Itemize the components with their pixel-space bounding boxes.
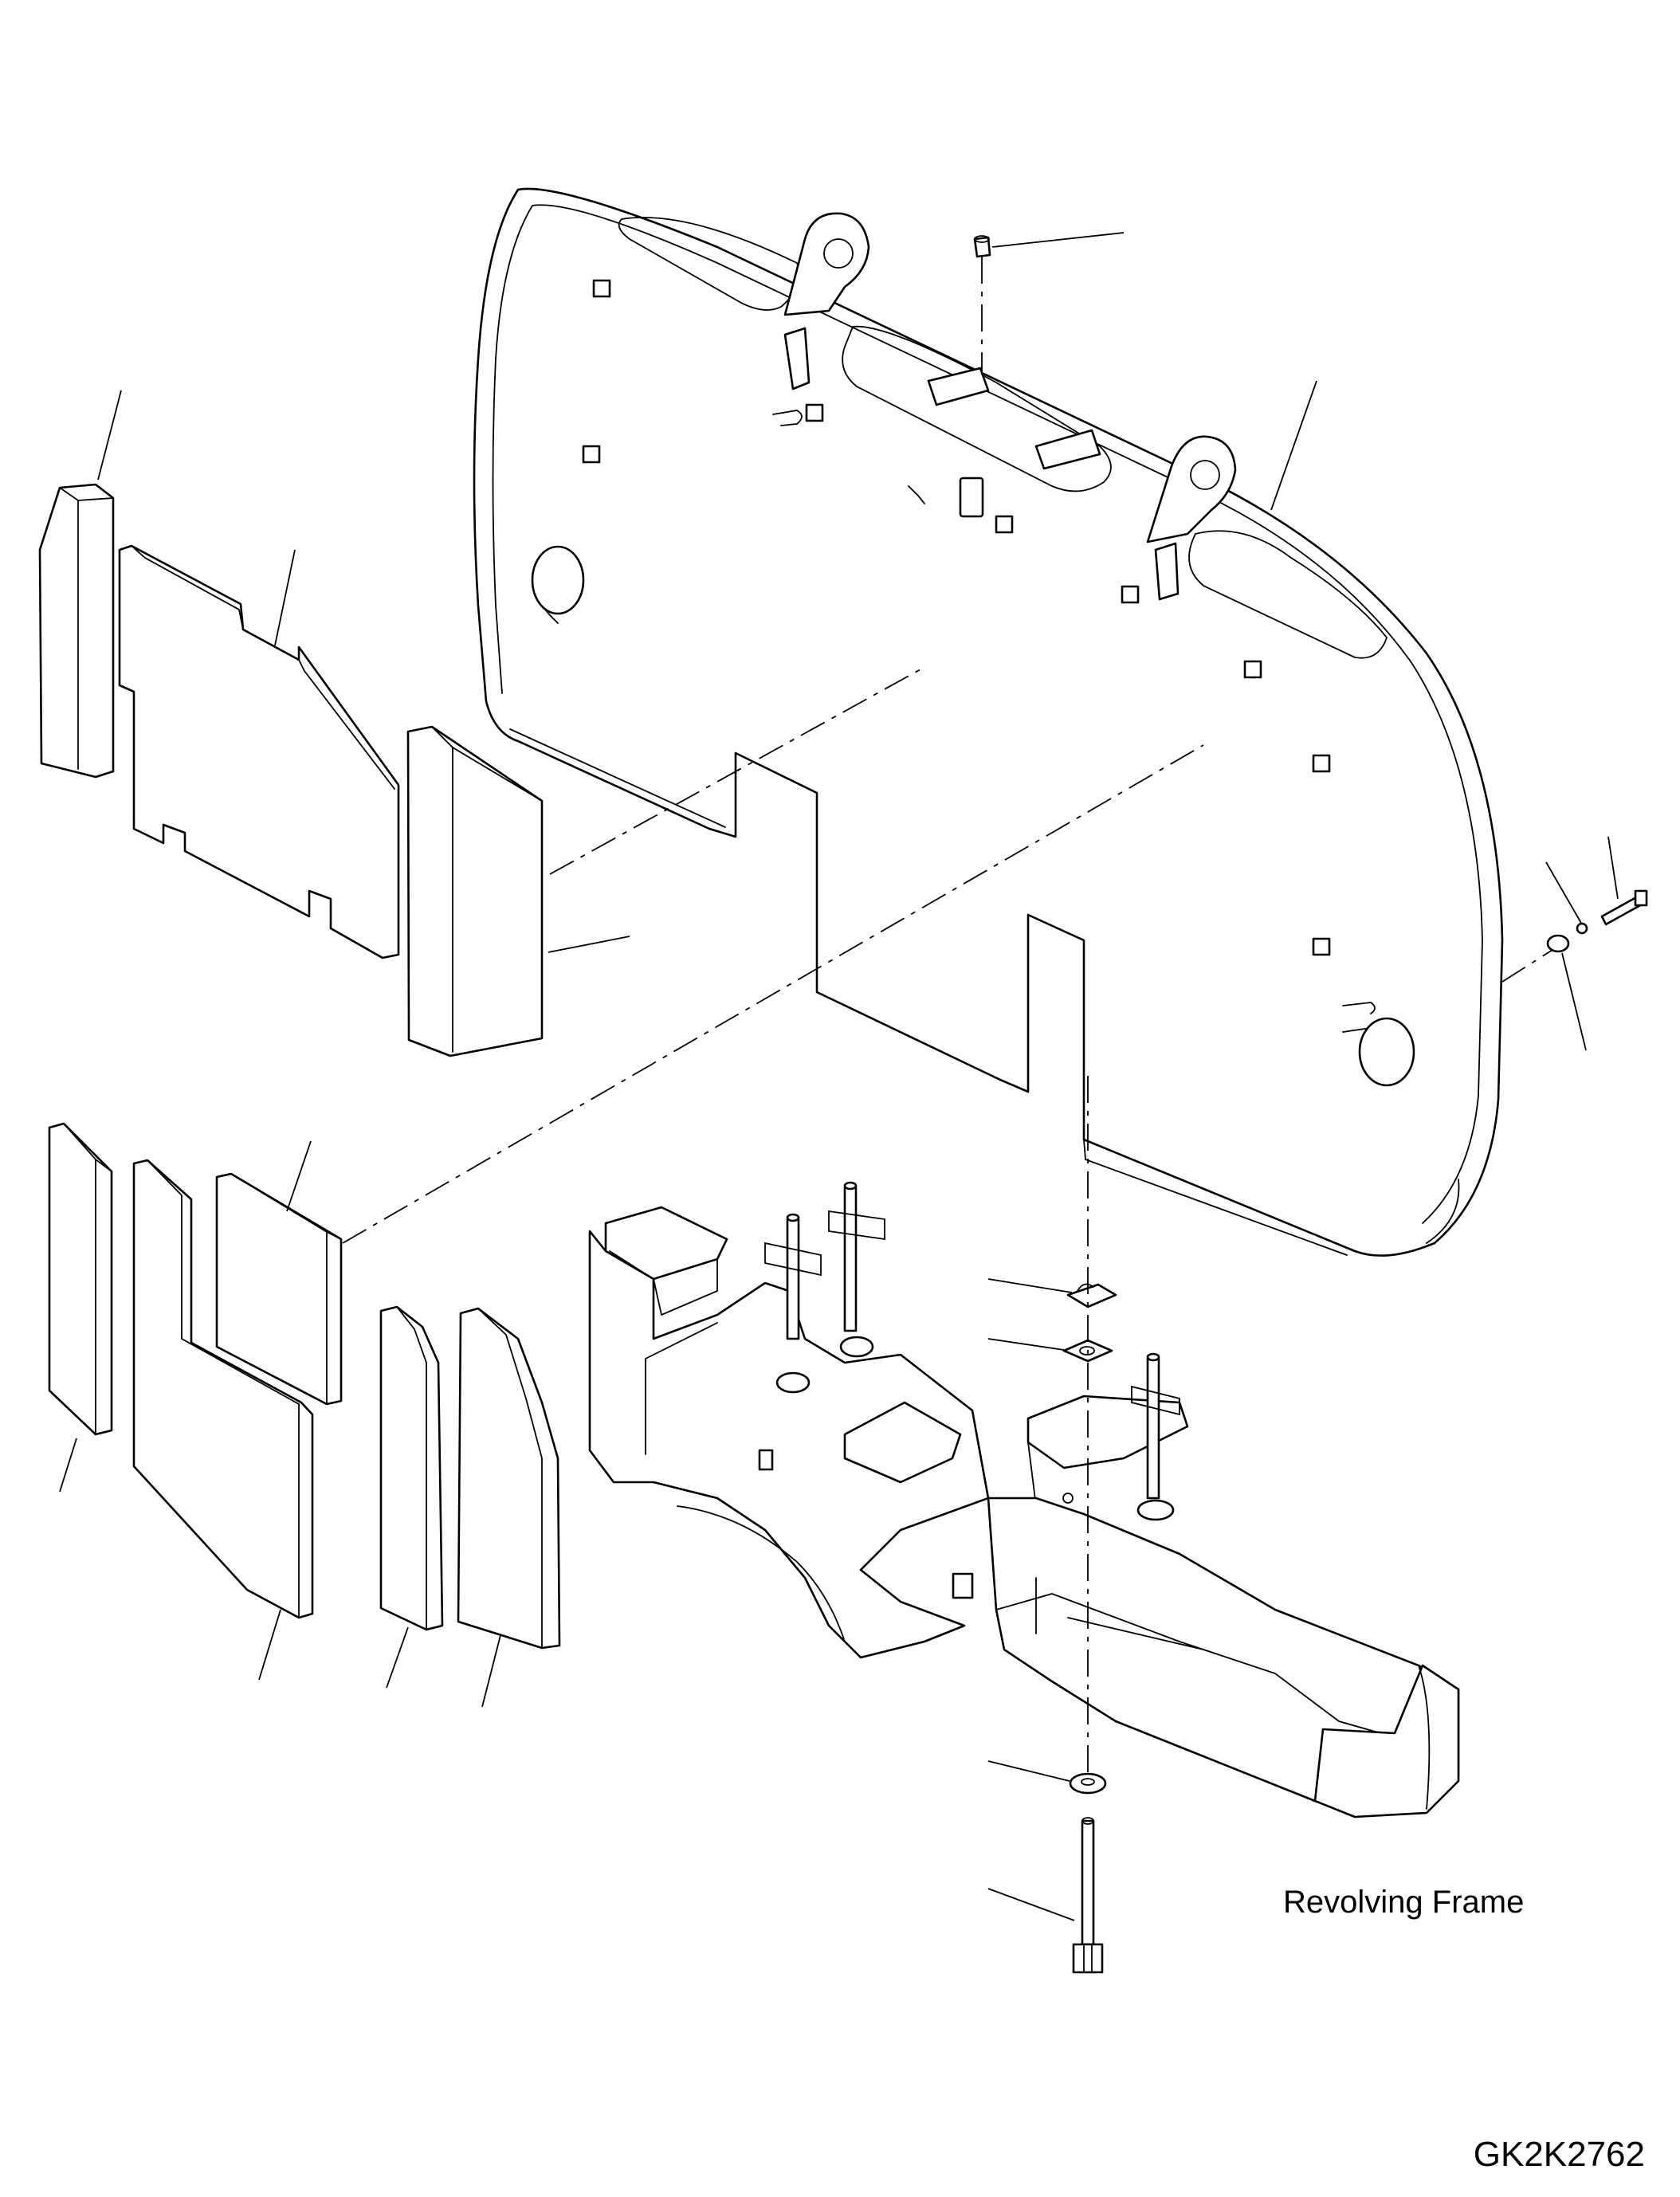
leader-counterweight — [1270, 380, 1317, 511]
weight-plate-e — [132, 1159, 314, 1681]
weight-plate-b — [118, 544, 400, 959]
cap-plug — [973, 232, 1125, 375]
weight-slab-h — [457, 1307, 561, 1708]
revolving-frame — [588, 1181, 1460, 1818]
revolving-frame-label: Revolving Frame — [1283, 1885, 1524, 1920]
drawing-number: GK2K2762 — [1474, 2135, 1645, 2174]
ref-line-2 — [342, 744, 1204, 1244]
side-bolt-assembly — [1501, 836, 1648, 1051]
weight-plate-f — [215, 1140, 343, 1406]
weight-slab-g — [379, 1305, 444, 1689]
stopper-plate — [987, 1278, 1117, 1308]
washer-upper — [987, 1338, 1113, 1363]
counterweight — [473, 187, 1504, 1257]
ref-line-1 — [549, 669, 921, 875]
weight-slab-d — [48, 1122, 113, 1493]
long-bolt — [987, 1817, 1104, 1974]
weight-slab-a — [38, 390, 122, 779]
weight-slab-c — [406, 725, 630, 1057]
washer-lower — [987, 1760, 1107, 1795]
